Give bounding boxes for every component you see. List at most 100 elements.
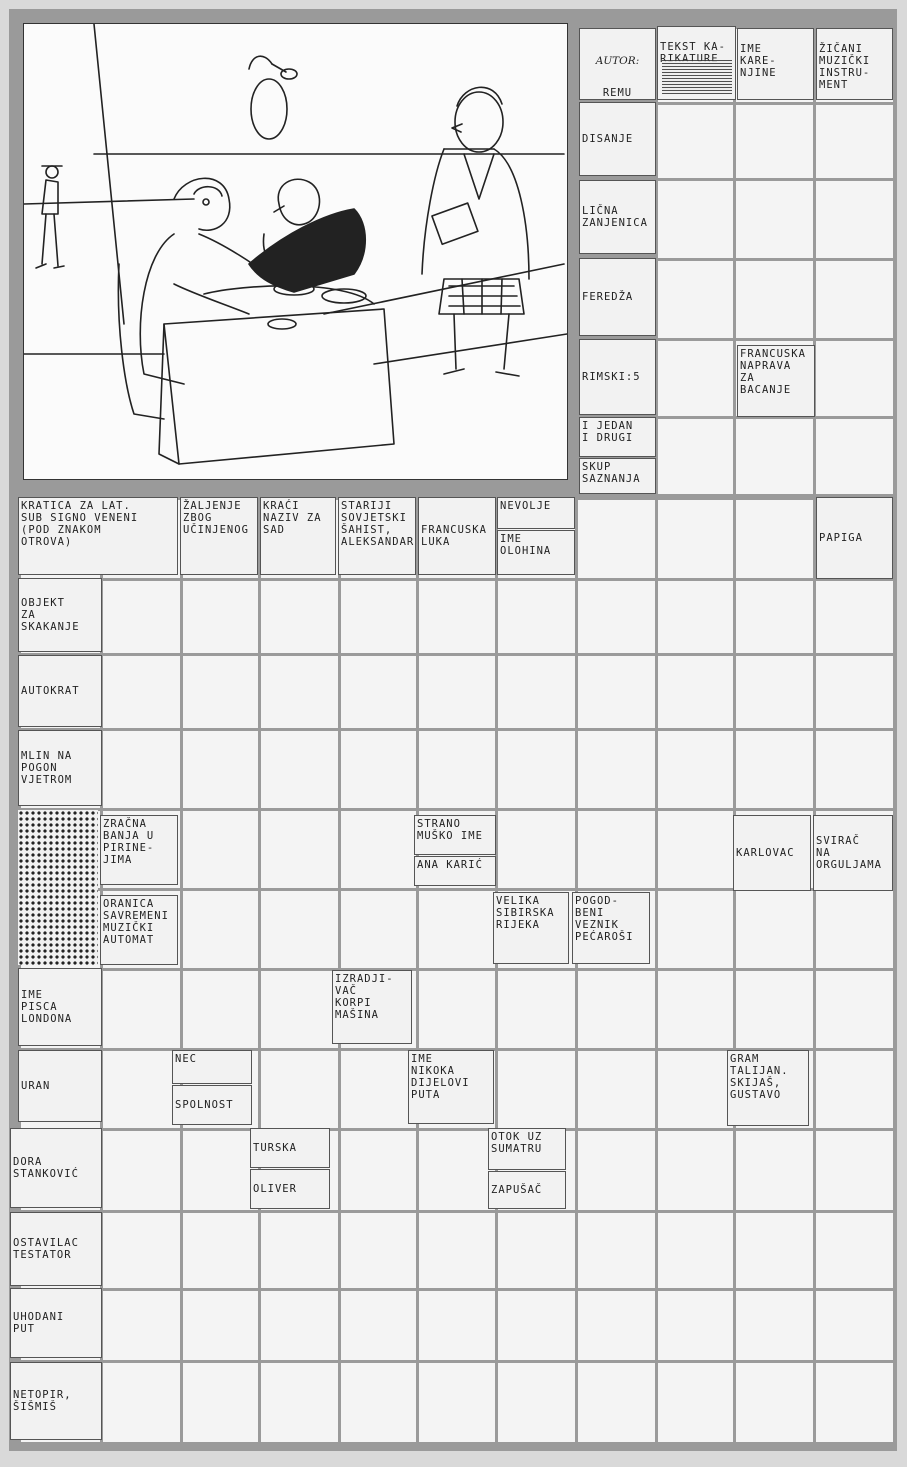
answer-cell[interactable] xyxy=(736,971,813,1048)
answer-cell[interactable] xyxy=(419,731,495,808)
answer-cell[interactable] xyxy=(658,181,733,258)
answer-cell[interactable] xyxy=(578,1213,655,1288)
answer-cell[interactable] xyxy=(736,500,813,578)
answer-cell[interactable] xyxy=(419,891,495,968)
answer-cell[interactable] xyxy=(578,1131,655,1210)
answer-cell[interactable] xyxy=(736,105,813,178)
answer-cell[interactable] xyxy=(498,1213,575,1288)
answer-cell[interactable] xyxy=(816,419,893,494)
answer-cell[interactable] xyxy=(261,656,338,728)
answer-cell[interactable] xyxy=(658,581,733,653)
answer-cell[interactable] xyxy=(658,1363,733,1442)
answer-cell[interactable] xyxy=(341,811,416,888)
answer-cell[interactable] xyxy=(341,1363,416,1442)
answer-cell[interactable] xyxy=(103,971,180,1048)
answer-cell[interactable] xyxy=(816,656,893,728)
answer-cell[interactable] xyxy=(183,1131,258,1210)
answer-cell[interactable] xyxy=(658,971,733,1048)
answer-cell[interactable] xyxy=(498,1291,575,1360)
answer-cell[interactable] xyxy=(261,811,338,888)
answer-cell[interactable] xyxy=(183,1213,258,1288)
answer-cell[interactable] xyxy=(261,1363,338,1442)
answer-cell[interactable] xyxy=(816,891,893,968)
answer-cell[interactable] xyxy=(341,1291,416,1360)
answer-cell[interactable] xyxy=(261,891,338,968)
answer-cell[interactable] xyxy=(419,971,495,1048)
answer-cell[interactable] xyxy=(498,731,575,808)
answer-cell[interactable] xyxy=(183,1363,258,1442)
answer-cell[interactable] xyxy=(341,581,416,653)
answer-cell[interactable] xyxy=(736,1213,813,1288)
answer-cell[interactable] xyxy=(816,1131,893,1210)
answer-cell[interactable] xyxy=(658,656,733,728)
answer-cell[interactable] xyxy=(103,731,180,808)
answer-cell[interactable] xyxy=(578,1051,655,1128)
answer-cell[interactable] xyxy=(498,581,575,653)
answer-cell[interactable] xyxy=(341,731,416,808)
answer-cell[interactable] xyxy=(816,261,893,338)
answer-cell[interactable] xyxy=(183,971,258,1048)
answer-cell[interactable] xyxy=(578,500,655,578)
answer-cell[interactable] xyxy=(183,891,258,968)
answer-cell[interactable] xyxy=(736,1131,813,1210)
answer-cell[interactable] xyxy=(736,181,813,258)
answer-cell[interactable] xyxy=(816,1291,893,1360)
answer-cell[interactable] xyxy=(103,656,180,728)
answer-cell[interactable] xyxy=(578,656,655,728)
answer-cell[interactable] xyxy=(498,971,575,1048)
answer-cell[interactable] xyxy=(736,419,813,494)
answer-cell[interactable] xyxy=(341,1131,416,1210)
answer-cell[interactable] xyxy=(261,971,338,1048)
answer-cell[interactable] xyxy=(578,731,655,808)
answer-cell[interactable] xyxy=(261,1291,338,1360)
answer-cell[interactable] xyxy=(658,419,733,494)
answer-cell[interactable] xyxy=(341,1213,416,1288)
answer-cell[interactable] xyxy=(498,811,575,888)
answer-cell[interactable] xyxy=(183,731,258,808)
answer-cell[interactable] xyxy=(736,656,813,728)
answer-cell[interactable] xyxy=(103,1213,180,1288)
answer-cell[interactable] xyxy=(498,1363,575,1442)
answer-cell[interactable] xyxy=(736,731,813,808)
answer-cell[interactable] xyxy=(341,656,416,728)
answer-cell[interactable] xyxy=(658,731,733,808)
answer-cell[interactable] xyxy=(816,581,893,653)
answer-cell[interactable] xyxy=(103,1051,180,1128)
answer-cell[interactable] xyxy=(419,656,495,728)
answer-cell[interactable] xyxy=(183,1291,258,1360)
answer-cell[interactable] xyxy=(658,811,733,888)
answer-cell[interactable] xyxy=(736,1363,813,1442)
answer-cell[interactable] xyxy=(658,500,733,578)
answer-cell[interactable] xyxy=(816,105,893,178)
answer-cell[interactable] xyxy=(578,811,655,888)
answer-cell[interactable] xyxy=(498,656,575,728)
answer-cell[interactable] xyxy=(816,181,893,258)
answer-cell[interactable] xyxy=(261,581,338,653)
answer-cell[interactable] xyxy=(816,1051,893,1128)
answer-cell[interactable] xyxy=(261,731,338,808)
answer-cell[interactable] xyxy=(816,1213,893,1288)
answer-cell[interactable] xyxy=(419,1131,495,1210)
answer-cell[interactable] xyxy=(261,1213,338,1288)
answer-cell[interactable] xyxy=(341,891,416,968)
answer-cell[interactable] xyxy=(816,1363,893,1442)
answer-cell[interactable] xyxy=(736,261,813,338)
answer-cell[interactable] xyxy=(183,811,258,888)
answer-cell[interactable] xyxy=(816,341,893,416)
answer-cell[interactable] xyxy=(103,1363,180,1442)
answer-cell[interactable] xyxy=(261,1051,338,1128)
answer-cell[interactable] xyxy=(578,581,655,653)
answer-cell[interactable] xyxy=(341,1051,416,1128)
answer-cell[interactable] xyxy=(419,1291,495,1360)
answer-cell[interactable] xyxy=(658,1051,733,1128)
answer-cell[interactable] xyxy=(816,971,893,1048)
answer-cell[interactable] xyxy=(816,731,893,808)
answer-cell[interactable] xyxy=(183,581,258,653)
answer-cell[interactable] xyxy=(658,105,733,178)
answer-cell[interactable] xyxy=(103,1291,180,1360)
answer-cell[interactable] xyxy=(736,581,813,653)
answer-cell[interactable] xyxy=(658,261,733,338)
answer-cell[interactable] xyxy=(498,1051,575,1128)
answer-cell[interactable] xyxy=(419,581,495,653)
answer-cell[interactable] xyxy=(419,1213,495,1288)
